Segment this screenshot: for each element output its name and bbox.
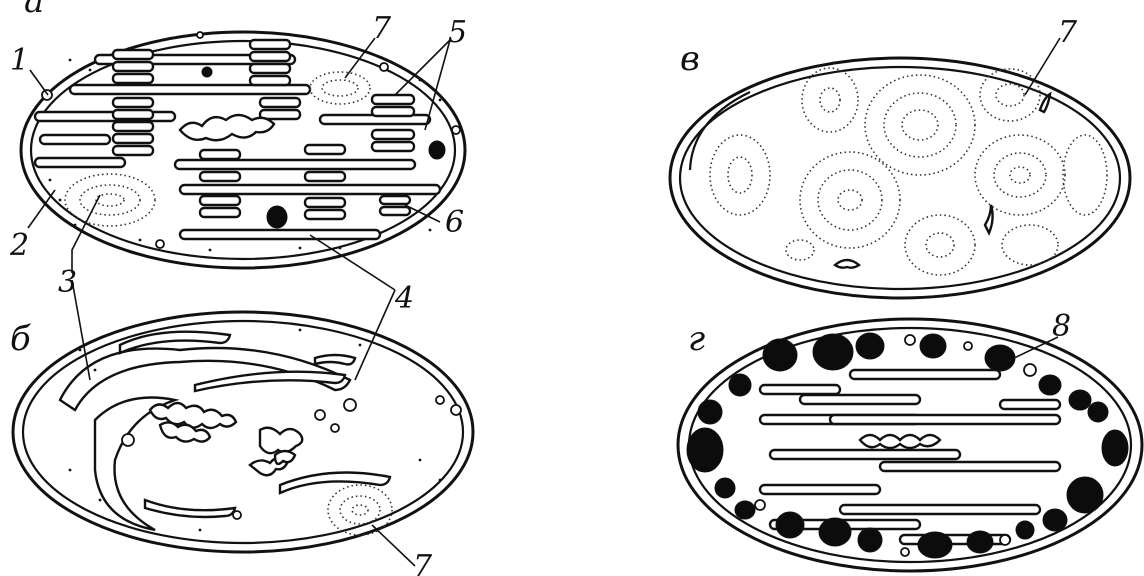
- callout-4: 4: [394, 281, 414, 316]
- panel-d-chloroplast: [678, 319, 1142, 571]
- callout-1: 1: [10, 43, 29, 78]
- panel-c-chloroplast: [670, 58, 1130, 298]
- panel-b-chloroplast: [13, 312, 473, 552]
- panel-a-chloroplast: [21, 32, 465, 268]
- callout-2: 2: [9, 228, 29, 263]
- callout-6: 6: [445, 205, 464, 240]
- panel-letter-d: г: [688, 319, 705, 359]
- callout-7-panel-a: 7: [372, 11, 392, 46]
- panel-letter-b: б: [10, 319, 31, 359]
- callout-7-panel-c: 7: [1058, 15, 1078, 50]
- panel-letter-c: в: [680, 39, 700, 79]
- callout-5: 5: [448, 15, 467, 50]
- panel-letter-a: а: [24, 0, 44, 21]
- callout-7-panel-b: 7: [413, 549, 433, 576]
- callout-8: 8: [1052, 309, 1071, 344]
- callout-3: 3: [58, 265, 77, 300]
